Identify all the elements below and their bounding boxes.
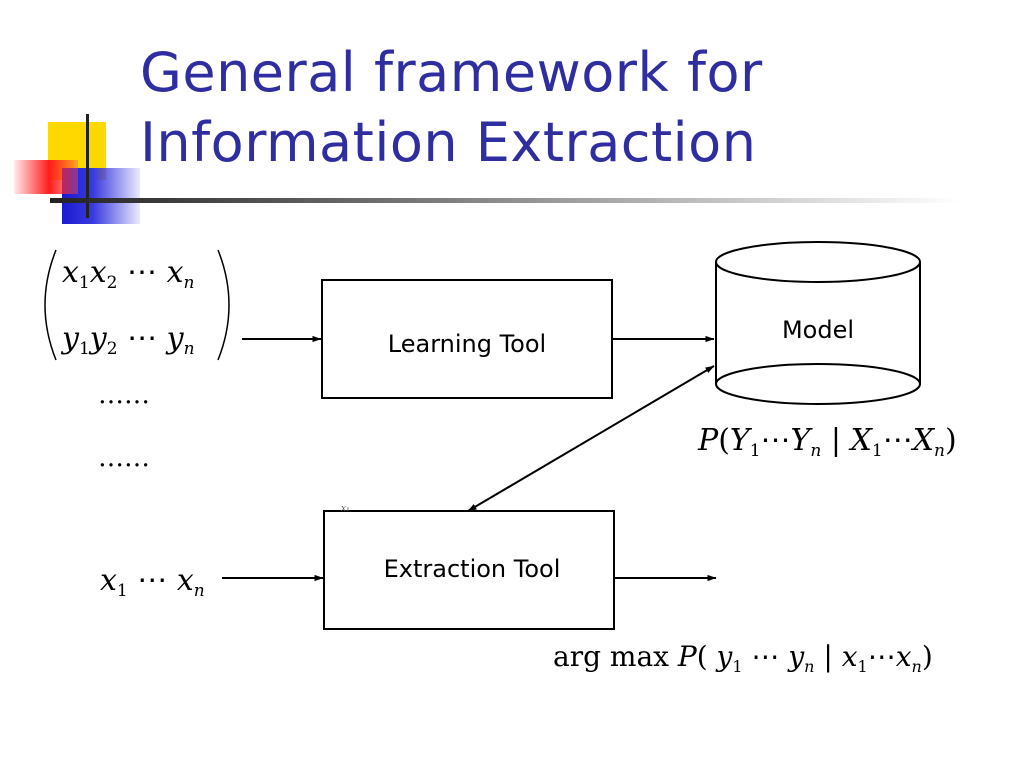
left-paren — [44, 249, 57, 361]
slide-title: General framework for Information Extrac… — [140, 38, 763, 178]
tiny-mark: x₁ — [341, 504, 350, 514]
title-underline — [50, 198, 960, 203]
extraction-tool-label: Extraction Tool — [384, 555, 561, 583]
arrow-model-extraction-bidirectional — [467, 365, 715, 512]
ellipsis-row-1: …… — [98, 380, 150, 410]
learning-tool-label: Learning Tool — [388, 330, 546, 358]
matrix-row-y: y1y2 ⋯ yn — [60, 321, 195, 359]
title-line-1: General framework for — [140, 41, 763, 104]
model-cylinder: Model — [715, 241, 921, 405]
ellipsis-row-2: …… — [98, 443, 150, 473]
matrix-row-x: x1x2 ⋯ xn — [62, 255, 194, 293]
model-label: Model — [782, 316, 854, 344]
decoding-formula: arg max P( y1 ⋯ yn | x1⋯xn) — [553, 640, 933, 676]
training-data-matrix: x1x2 ⋯ xn y1y2 ⋯ yn …… …… — [44, 249, 230, 473]
input-sequence: x1 ⋯ xn — [100, 563, 205, 601]
vertical-rule-decoration — [86, 114, 89, 218]
right-paren — [217, 249, 230, 361]
red-bar-decoration — [14, 160, 78, 194]
model-probability-formula: P(Y1⋯Yn | X1⋯Xn) — [697, 423, 957, 461]
extraction-tool-box: Extraction Tool — [323, 510, 615, 630]
title-line-2: Information Extraction — [140, 111, 757, 174]
learning-tool-box: Learning Tool — [321, 279, 613, 399]
